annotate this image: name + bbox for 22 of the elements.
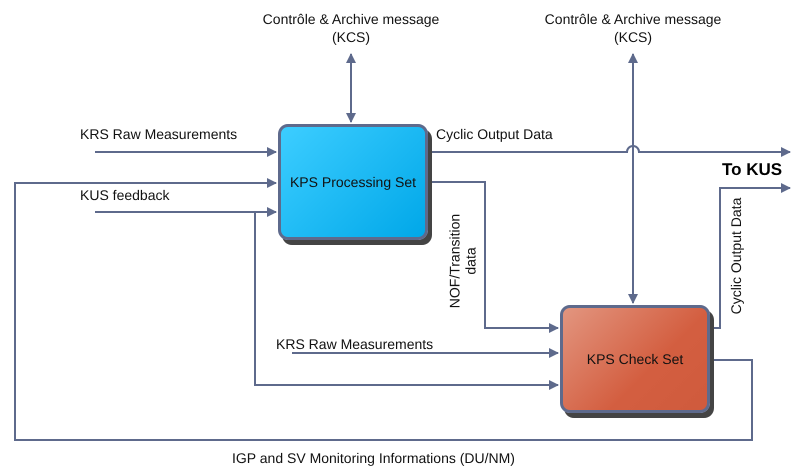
edge-label: IGP and SV Monitoring Informations (DU/NM) [232, 450, 515, 466]
arrow [628, 53, 638, 304]
edge-label: KRS Raw Measurements [80, 126, 238, 142]
message-label: Contrôle & Archive message (KCS) [543, 10, 723, 52]
arrow [254, 212, 559, 390]
box-title: KPS Processing Set [290, 173, 416, 192]
destination-label: To KUS [722, 154, 798, 186]
box-title: KPS Check Set [586, 350, 684, 369]
arrow [712, 183, 791, 329]
arrow [95, 207, 277, 217]
arrow [95, 147, 277, 157]
arrow [430, 145, 791, 157]
edge-label: NOF/Transition data [446, 212, 478, 310]
message-label: Contrôle & Archive message (KCS) [261, 10, 441, 52]
edge-label: Cyclic Output Data [728, 196, 744, 316]
arrow [292, 348, 559, 358]
edge-label: KRS Raw Measurements [276, 336, 434, 352]
edge-label: Cyclic Output Data [436, 126, 553, 142]
arrow [14, 178, 753, 441]
arrow [346, 53, 356, 123]
edge-label: KUS feedback [80, 187, 170, 203]
arrow [430, 181, 559, 333]
